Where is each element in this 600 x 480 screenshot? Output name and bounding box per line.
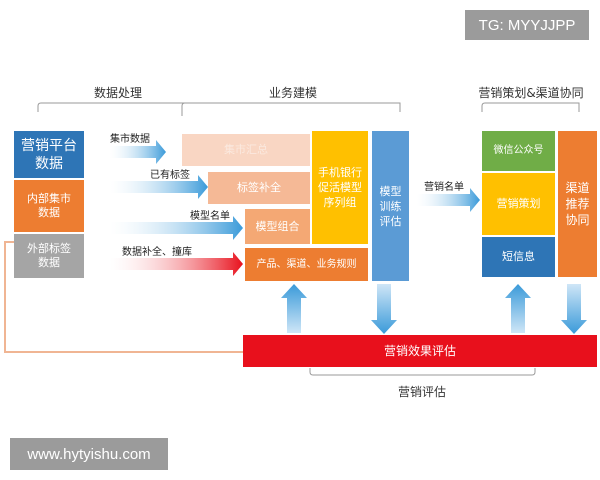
arrow-up-eval-to-rules (281, 284, 307, 333)
marketing-effect-eval-bar: 营销效果评估 (243, 335, 597, 367)
model-combination-box: 模型组合 (245, 209, 310, 244)
brace-data-processing (37, 102, 235, 112)
arrow-data-completion (110, 252, 243, 276)
arrow-down-training-to-eval (371, 284, 397, 334)
feedback-loop-line (4, 241, 243, 353)
header-data-processing: 数据处理 (93, 85, 142, 100)
header-business-modeling: 业务建模 (268, 85, 317, 100)
platform-data-box: 营销平台数据 (14, 131, 84, 178)
label-data-completion: 数据补全、撞库 (122, 247, 192, 258)
sms-box: 短信息 (482, 237, 555, 277)
arrow-existing-tags (110, 175, 208, 199)
internal-data-box: 内部集市数据 (14, 180, 84, 232)
marketing-planning-box: 营销策划 (482, 173, 555, 235)
channel-recommend-box: 渠道推荐协同 (558, 131, 597, 277)
brace-marketing-channel (481, 102, 580, 112)
arrow-mart-data (110, 140, 166, 164)
arrow-marketing-list (417, 188, 480, 212)
faded-tag-completion-box: 标签补全 (208, 172, 310, 204)
watermark-bottom: www.hytyishu.com (10, 438, 168, 470)
arrow-up-eval-to-sms (505, 284, 531, 333)
brace-business-modeling (181, 102, 401, 116)
header-marketing-channel: 营销策划&渠道协同 (478, 85, 584, 100)
header-marketing-eval: 营销评估 (397, 384, 446, 399)
wechat-box: 微信公众号 (482, 131, 555, 171)
external-data-box: 外部标签数据 (14, 234, 84, 278)
arrow-down-channel-to-eval (561, 284, 587, 334)
label-existing-tags: 已有标签 (150, 170, 190, 181)
mobile-banking-model-box: 手机银行促活模型序列组 (312, 131, 368, 244)
rules-box: 产品、渠道、业务规则 (245, 248, 368, 281)
brace-marketing-eval (309, 368, 536, 376)
label-mart-data: 集市数据 (110, 134, 150, 145)
label-model-list: 模型名单 (190, 211, 230, 222)
model-training-box: 模型训练评估 (372, 131, 409, 281)
faded-mart-summary-box: 集市汇总 (182, 134, 310, 166)
arrow-model-list (110, 216, 243, 240)
label-marketing-list: 营销名单 (424, 182, 464, 193)
watermark-top: TG: MYYJJPP (465, 10, 589, 40)
